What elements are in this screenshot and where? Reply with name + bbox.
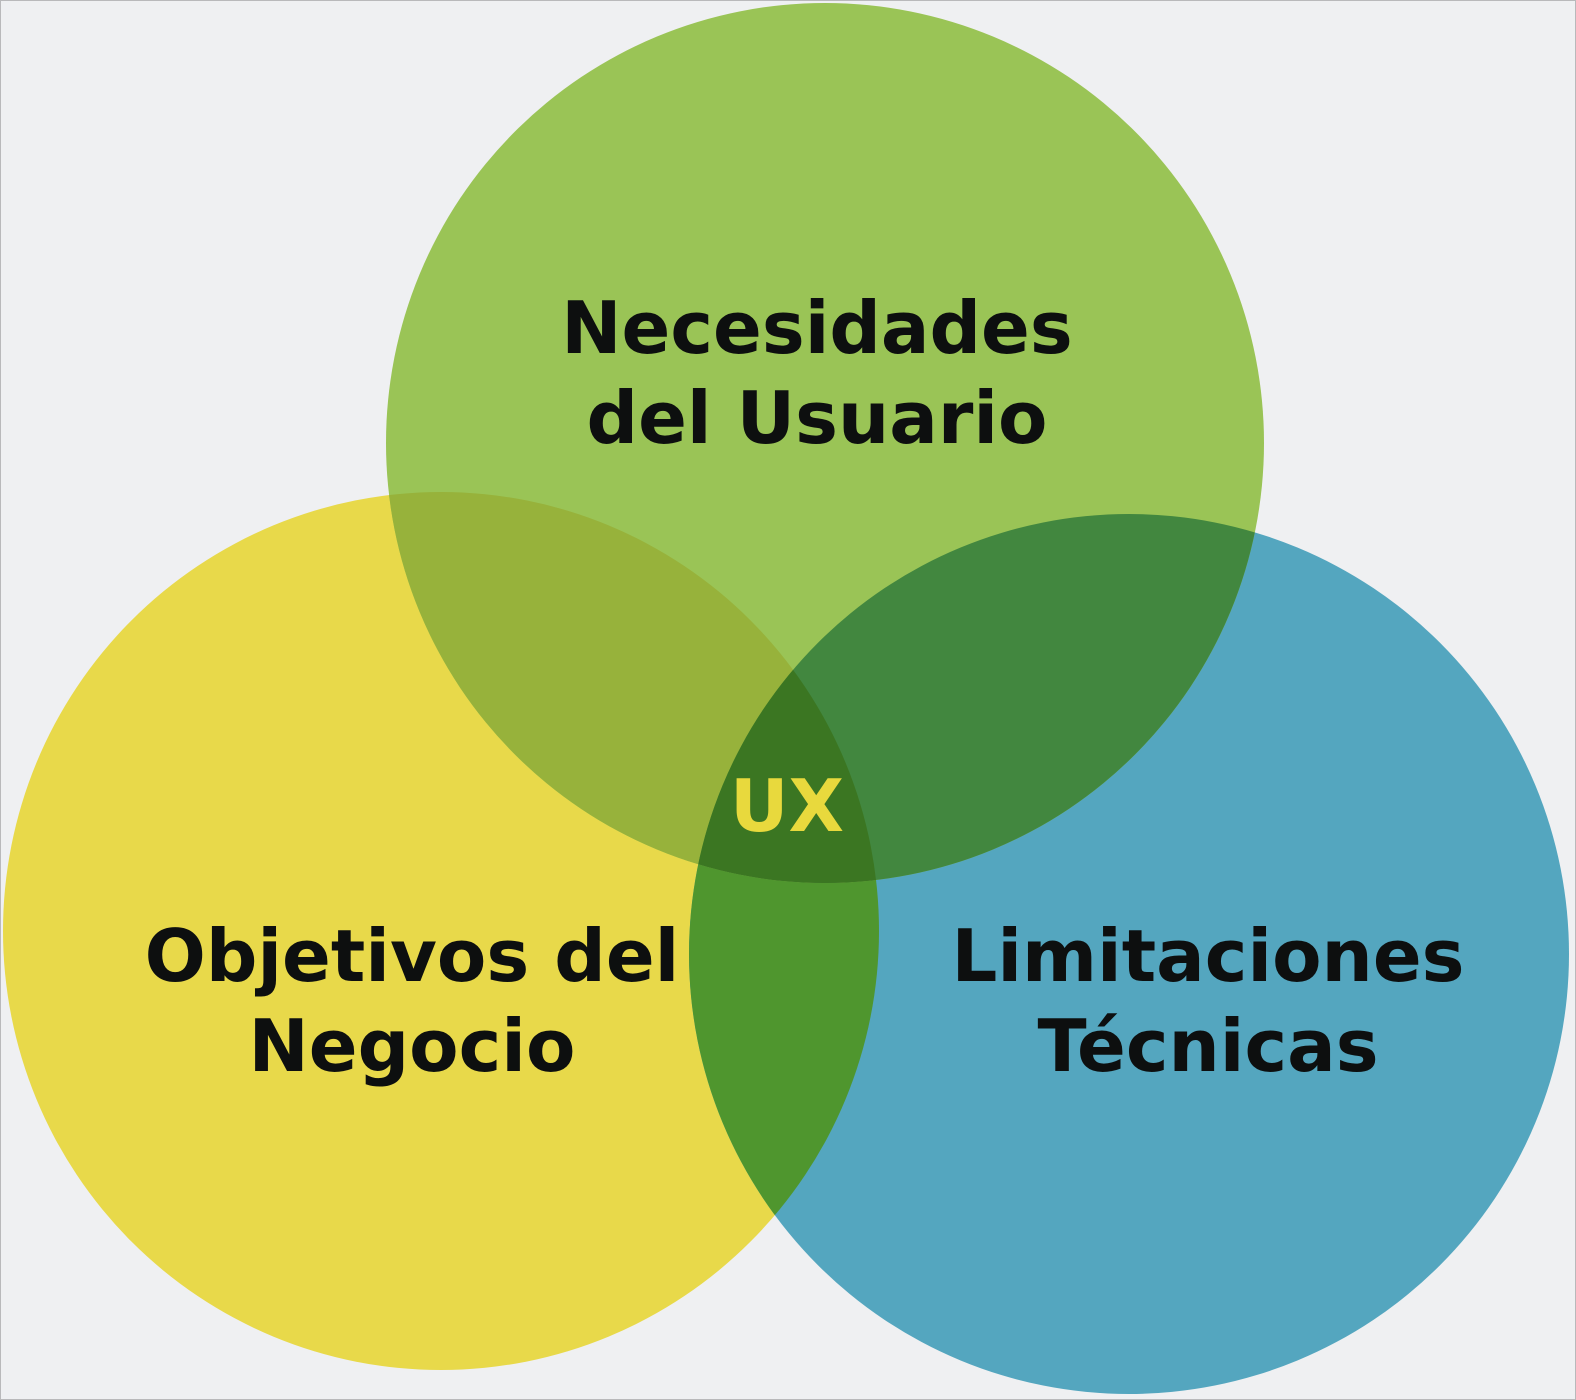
overlap-user-technical bbox=[689, 514, 1264, 883]
center-label-ux: UX bbox=[730, 764, 844, 848]
label-business-goals-line1: Objetivos del bbox=[145, 914, 680, 998]
label-technical-limits-line2: Técnicas bbox=[1037, 1004, 1378, 1088]
label-business-goals-line2: Negocio bbox=[249, 1004, 576, 1088]
label-user-needs-line2: del Usuario bbox=[587, 376, 1048, 460]
label-user-needs-line1: Necesidades bbox=[561, 286, 1073, 370]
label-technical-limits-line1: Limitaciones bbox=[951, 914, 1464, 998]
overlap-user-business bbox=[386, 492, 879, 883]
